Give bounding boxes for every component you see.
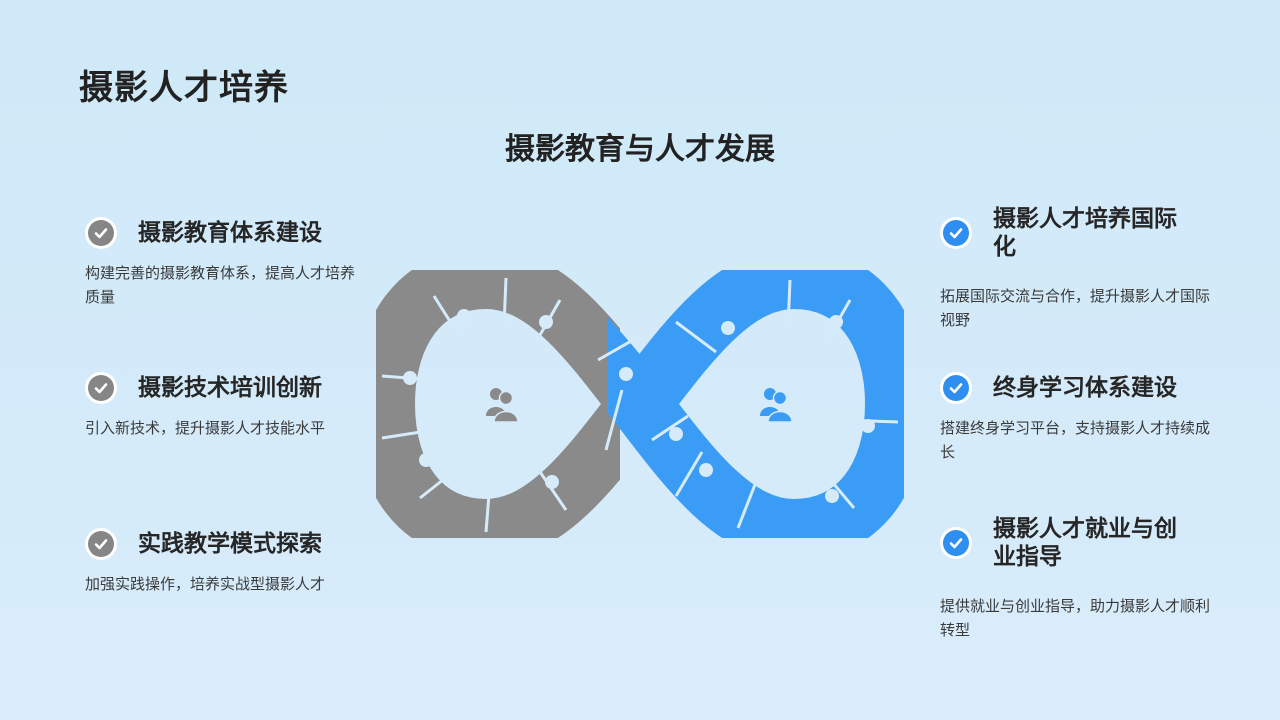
page-title: 摄影人才培养 bbox=[79, 68, 289, 108]
right-item-internationalization: 摄影人才培养国际化 拓展国际交流与合作，提升摄影人才国际视野 bbox=[940, 190, 1210, 332]
left-item-education-system: 摄影教育体系建设 构建完善的摄影教育体系，提高人才培养质量 bbox=[85, 213, 355, 309]
gray-loop bbox=[376, 270, 620, 538]
right-item-career-guidance: 摄影人才就业与创业指导 提供就业与创业指导，助力摄影人才顺利转型 bbox=[940, 500, 1210, 642]
item-description: 构建完善的摄影教育体系，提高人才培养质量 bbox=[85, 264, 356, 306]
item-description: 搭建终身学习平台，支持摄影人才持续成长 bbox=[940, 419, 1211, 461]
check-circle-icon bbox=[85, 217, 117, 249]
infinity-puzzle-graphic bbox=[376, 270, 904, 538]
blue-loop bbox=[608, 270, 904, 538]
check-circle-icon bbox=[85, 528, 117, 560]
check-circle-icon bbox=[940, 372, 972, 404]
item-title: 实践教学模式探索 bbox=[138, 531, 322, 557]
section-subtitle: 摄影教育与人才发展 bbox=[505, 132, 775, 167]
item-title: 摄影人才就业与创业指导 bbox=[993, 516, 1177, 570]
item-title: 终身学习体系建设 bbox=[993, 375, 1177, 401]
check-circle-icon bbox=[940, 527, 972, 559]
check-circle-icon bbox=[940, 217, 972, 249]
left-item-practice-teaching: 实践教学模式探索 加强实践操作，培养实战型摄影人才 bbox=[85, 524, 355, 596]
check-circle-icon bbox=[85, 372, 117, 404]
item-description: 提供就业与创业指导，助力摄影人才顺利转型 bbox=[940, 597, 1211, 639]
item-description: 引入新技术，提升摄影人才技能水平 bbox=[85, 419, 326, 437]
puzzle-knobs bbox=[403, 309, 875, 503]
item-description: 加强实践操作，培养实战型摄影人才 bbox=[85, 575, 326, 593]
users-icon bbox=[760, 388, 793, 423]
left-item-tech-training: 摄影技术培训创新 引入新技术，提升摄影人才技能水平 bbox=[85, 368, 355, 440]
users-icon bbox=[486, 388, 519, 423]
item-title: 摄影教育体系建设 bbox=[138, 220, 322, 246]
item-description: 拓展国际交流与合作，提升摄影人才国际视野 bbox=[940, 287, 1211, 329]
item-title: 摄影人才培养国际化 bbox=[993, 206, 1177, 260]
item-title: 摄影技术培训创新 bbox=[138, 375, 322, 401]
right-item-lifelong-learning: 终身学习体系建设 搭建终身学习平台，支持摄影人才持续成长 bbox=[940, 368, 1210, 464]
